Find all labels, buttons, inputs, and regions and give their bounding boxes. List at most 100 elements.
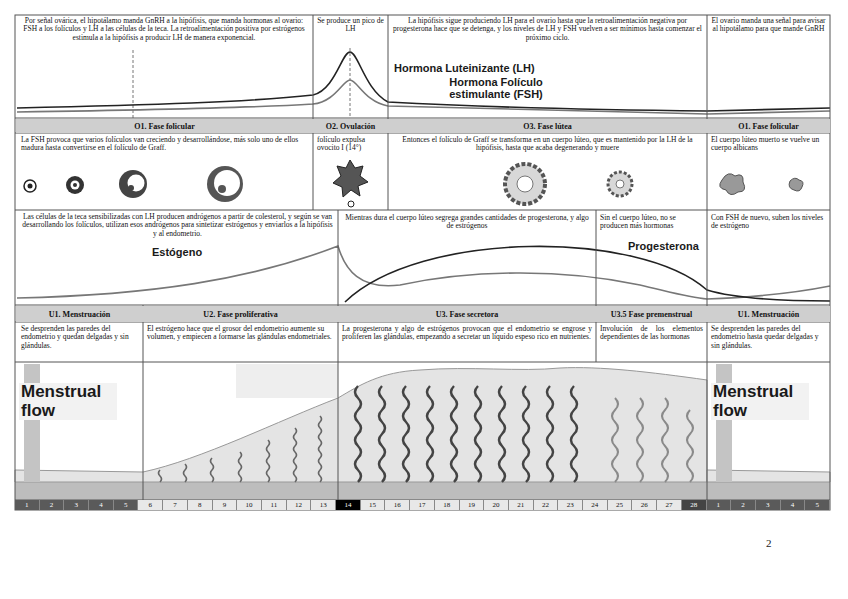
curve-label: Estógeno — [150, 246, 204, 258]
gland — [637, 398, 643, 482]
gland — [571, 386, 577, 482]
corpus-albicans — [789, 178, 803, 191]
phase-description: El ovario manda una señal para avisar al… — [709, 16, 828, 47]
antrum — [214, 170, 240, 196]
phase-description: La FSH provoca que varios folículos van … — [19, 135, 311, 158]
functional-layer — [15, 368, 707, 482]
page-number: 2 — [766, 537, 772, 549]
day-number: 26 — [632, 500, 657, 510]
menstrual-band — [24, 364, 40, 482]
day-number: 11 — [262, 500, 287, 510]
gland — [184, 464, 187, 482]
description-text: folículo expulsa ovocito I (14°) — [317, 136, 384, 153]
phase-description: Se produce un pico de LH — [315, 16, 386, 44]
proliferative-glands — [159, 416, 322, 482]
day-number: 3 — [756, 500, 781, 510]
day-number: 17 — [410, 500, 435, 510]
day-number: 10 — [237, 500, 262, 510]
day-number: 13 — [311, 500, 336, 510]
phase-description: Se desprenden las paredes del endometrio… — [19, 324, 141, 361]
gland — [687, 410, 693, 482]
header-text: U3.5 Fase premenstrual — [611, 310, 692, 319]
dashed-marker — [133, 50, 134, 118]
corpus-core — [616, 180, 624, 188]
follicle — [66, 176, 84, 194]
gland — [239, 452, 242, 482]
description-text: El estrógeno hace que el grosor del endo… — [147, 325, 334, 342]
curve-label: Hormona Folículo estimulante (FSH) — [437, 76, 555, 100]
corpus-albicans — [720, 174, 745, 195]
secretory-glands — [355, 386, 577, 482]
basal-layer — [15, 482, 830, 500]
lh-curve — [17, 52, 830, 111]
gland — [662, 398, 668, 482]
header-text: O2. Ovulación — [326, 122, 375, 131]
day-number: 22 — [534, 500, 559, 510]
grid-line — [338, 210, 339, 500]
grid-line — [596, 210, 597, 362]
day-number: 8 — [188, 500, 213, 510]
grid-line — [143, 305, 144, 500]
phase-description: Sin el cuerpo lúteo, no se producen más … — [598, 213, 705, 237]
gland — [355, 386, 361, 482]
description-text: Se desprenden las paredes del endometrio… — [711, 325, 826, 350]
header-text: U3. Fase secretora — [436, 310, 499, 319]
description-text: Se desprenden las paredes del endometrio… — [21, 325, 139, 350]
illustration-label: Menstrual flow — [711, 383, 809, 420]
phase-description: Se desprenden las paredes del endometrio… — [709, 324, 828, 361]
phase-header: O1. Fase folicular — [707, 119, 830, 133]
ovulation-burst — [333, 160, 368, 197]
day-number: 1 — [15, 500, 40, 510]
phase-description: Entonces el folículo de Graff se transfo… — [390, 135, 705, 158]
day-number: 15 — [361, 500, 386, 510]
header-text: U1. Menstruación — [49, 310, 110, 319]
gland — [547, 386, 553, 482]
table-grid — [15, 15, 830, 510]
day-number: 5 — [114, 500, 139, 510]
description-text: Involución de los elementos dependientes… — [600, 325, 703, 342]
gland — [403, 386, 409, 482]
ovarian-hormone-curves — [17, 246, 830, 302]
description-text: Sin el cuerpo lúteo, no se producen más … — [600, 214, 703, 231]
phase-header: U2. Fase proliferativa — [143, 306, 338, 322]
day-number: 25 — [608, 500, 633, 510]
phase-header: O1. Fase folicular — [16, 119, 313, 133]
follicle — [24, 180, 36, 192]
gland — [499, 386, 505, 482]
header-text: U2. Fase proliferativa — [203, 310, 277, 319]
day-number: 14 — [336, 500, 361, 510]
description-text: El cuerpo lúteo muerto se vuelve un cuer… — [711, 136, 826, 153]
graaf-follicle — [207, 166, 243, 202]
corpus-luteum — [608, 172, 632, 196]
background-panel — [236, 364, 338, 398]
day-number: 7 — [163, 500, 188, 510]
description-text: El ovario manda una señal para avisar al… — [711, 17, 826, 34]
follicle-drawings — [24, 160, 803, 207]
description-text: La progesterona y algo de estrógenos pro… — [342, 325, 592, 342]
oocyte — [28, 184, 33, 189]
grid-line — [15, 362, 830, 363]
day-number: 1 — [707, 500, 732, 510]
endometrium-drawing — [15, 364, 830, 500]
frame — [15, 15, 830, 510]
phase-description: folículo expulsa ovocito I (14°) — [315, 135, 386, 157]
phase-description: Mientras dura el cuerpo lúteo segrega gr… — [340, 213, 594, 237]
phase-description: Por señal ovárica, el hipotálamo manda G… — [17, 16, 311, 47]
day-number: 4 — [89, 500, 114, 510]
day-number: 23 — [558, 500, 583, 510]
curve-label: Progesterona — [626, 240, 701, 252]
gland — [294, 428, 297, 482]
day-number: 2 — [731, 500, 756, 510]
phase-header: U1. Menstruación — [16, 306, 143, 322]
description-text: Mientras dura el cuerpo lúteo segrega gr… — [342, 214, 592, 231]
day-number: 28 — [682, 500, 707, 510]
day-number: 9 — [213, 500, 238, 510]
dashed-marker — [350, 48, 351, 118]
gland — [475, 386, 481, 482]
fsh-curve — [17, 80, 830, 114]
day-number: 12 — [287, 500, 312, 510]
phase-description: El cuerpo lúteo muerto se vuelve un cuer… — [709, 135, 828, 158]
gland — [159, 470, 162, 482]
day-number: 20 — [484, 500, 509, 510]
phase-header: U3. Fase secretora — [338, 306, 596, 322]
